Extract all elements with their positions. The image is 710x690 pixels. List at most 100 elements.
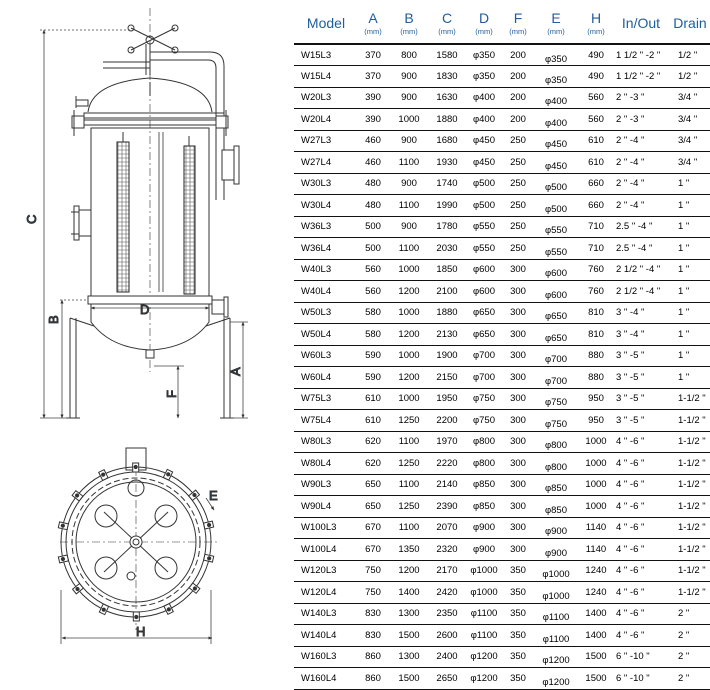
cell-value: 1-1/2 " [678,500,706,512]
cell-c: 1950 [430,388,464,410]
cell-value: 390 [365,92,381,104]
cell-d: φ450 [464,130,504,152]
cell-d: φ400 [464,87,504,109]
cell-drain: 1-1/2 " [670,517,710,539]
cell-value: 1200 [398,328,420,340]
cell-e: φ800 [532,431,580,453]
cell-value: W120L3 [301,565,337,577]
cell-value: 1 " [678,328,690,340]
cell-f: 300 [504,452,532,475]
cell-h: 1400 [580,603,612,625]
cell-f: 300 [504,366,532,389]
cell-value: W90L4 [301,500,332,512]
cell-value: φ800 [472,436,495,448]
cell-drain: 1 " [670,259,710,281]
cell-a: 860 [358,646,388,668]
cell-value: 1000 [585,457,607,469]
cell-value: 300 [510,371,526,383]
cell-value: φ900 [544,547,567,559]
cell-d: φ800 [464,431,504,453]
dim-label-a: A [228,367,243,376]
cell-value: φ1100 [470,608,498,620]
cell-value: 1400 [398,586,420,598]
column-header-inout: In/Out [612,4,670,45]
cell-d: φ600 [464,259,504,281]
cell-f: 300 [504,538,532,561]
cell-c: 1930 [430,151,464,174]
cell-d: φ800 [464,452,504,475]
cell-f: 350 [504,603,532,625]
cell-model: W75L3 [294,388,358,410]
cell-value: φ800 [544,461,567,473]
cell-value: 3/4 " [678,156,698,168]
cell-value: 1500 [398,629,420,641]
cell-d: φ350 [464,65,504,88]
cell-value: φ450 [544,160,567,172]
cell-value: 250 [510,199,526,211]
cell-value: W20L3 [301,92,332,104]
cell-d: φ1000 [464,560,504,582]
eye-bolt-icon [188,582,201,595]
cell-value: φ650 [544,311,567,323]
cell-h: 1240 [580,560,612,582]
cell-a: 590 [358,345,388,367]
cell-model: W20L4 [294,108,358,131]
cell-drain: 1 " [670,366,710,389]
cell-f: 300 [504,302,532,324]
cell-value: W160L4 [301,672,337,684]
cell-value: 1-1/2 " [678,479,706,491]
cell-b: 1100 [388,474,430,496]
cell-value: 300 [510,543,526,555]
cell-value: 900 [401,135,417,147]
cell-model: W90L4 [294,495,358,518]
cell-value: 2 " [678,672,690,684]
cell-inout: 4 " -6 " [612,431,670,453]
cell-b: 1300 [388,603,430,625]
cell-drain: 3/4 " [670,87,710,109]
cell-value: 2600 [436,629,458,641]
column-header-b: B(mm) [388,4,430,45]
cell-h: 1000 [580,495,612,518]
cell-d: φ550 [464,237,504,260]
cell-value: φ1200 [542,676,570,688]
cell-inout: 4 " -6 " [612,538,670,561]
cell-value: 4 " -6 " [616,608,645,620]
cell-value: φ600 [544,289,567,301]
cell-c: 2200 [430,409,464,432]
eye-bolt-icon [162,468,174,481]
cell-value: W100L4 [301,543,337,555]
column-header-unit: (mm) [475,27,493,36]
eye-bolt-icon [57,521,69,531]
cell-a: 460 [358,151,388,174]
cell-value: 810 [588,307,604,319]
cell-value: 2 1/2 " -4 " [616,264,661,276]
cell-value: 1100 [398,156,420,168]
cell-value: 4 " -6 " [616,500,645,512]
cell-b: 800 [388,44,430,66]
column-header-label: In/Out [621,15,661,31]
cell-inout: 3 " -5 " [612,409,670,432]
cell-value: 650 [365,500,381,512]
cell-model: W30L4 [294,194,358,217]
cell-value: 1100 [398,479,420,491]
cell-b: 900 [388,173,430,195]
cell-value: φ500 [544,203,567,215]
cell-value: 6 " -10 " [616,672,650,684]
cell-value: W90L3 [301,479,332,491]
cell-a: 480 [358,194,388,217]
cell-inout: 3 " -4 " [612,302,670,324]
cell-a: 500 [358,237,388,260]
cell-c: 2400 [430,646,464,668]
column-header-label: D [478,10,490,26]
cell-d: φ650 [464,323,504,346]
cell-value: φ450 [472,135,495,147]
cell-value: 2130 [436,328,458,340]
cell-drain: 1-1/2 " [670,495,710,518]
column-header-label: A [368,10,378,26]
cell-a: 370 [358,65,388,88]
cell-value: φ850 [472,500,495,512]
